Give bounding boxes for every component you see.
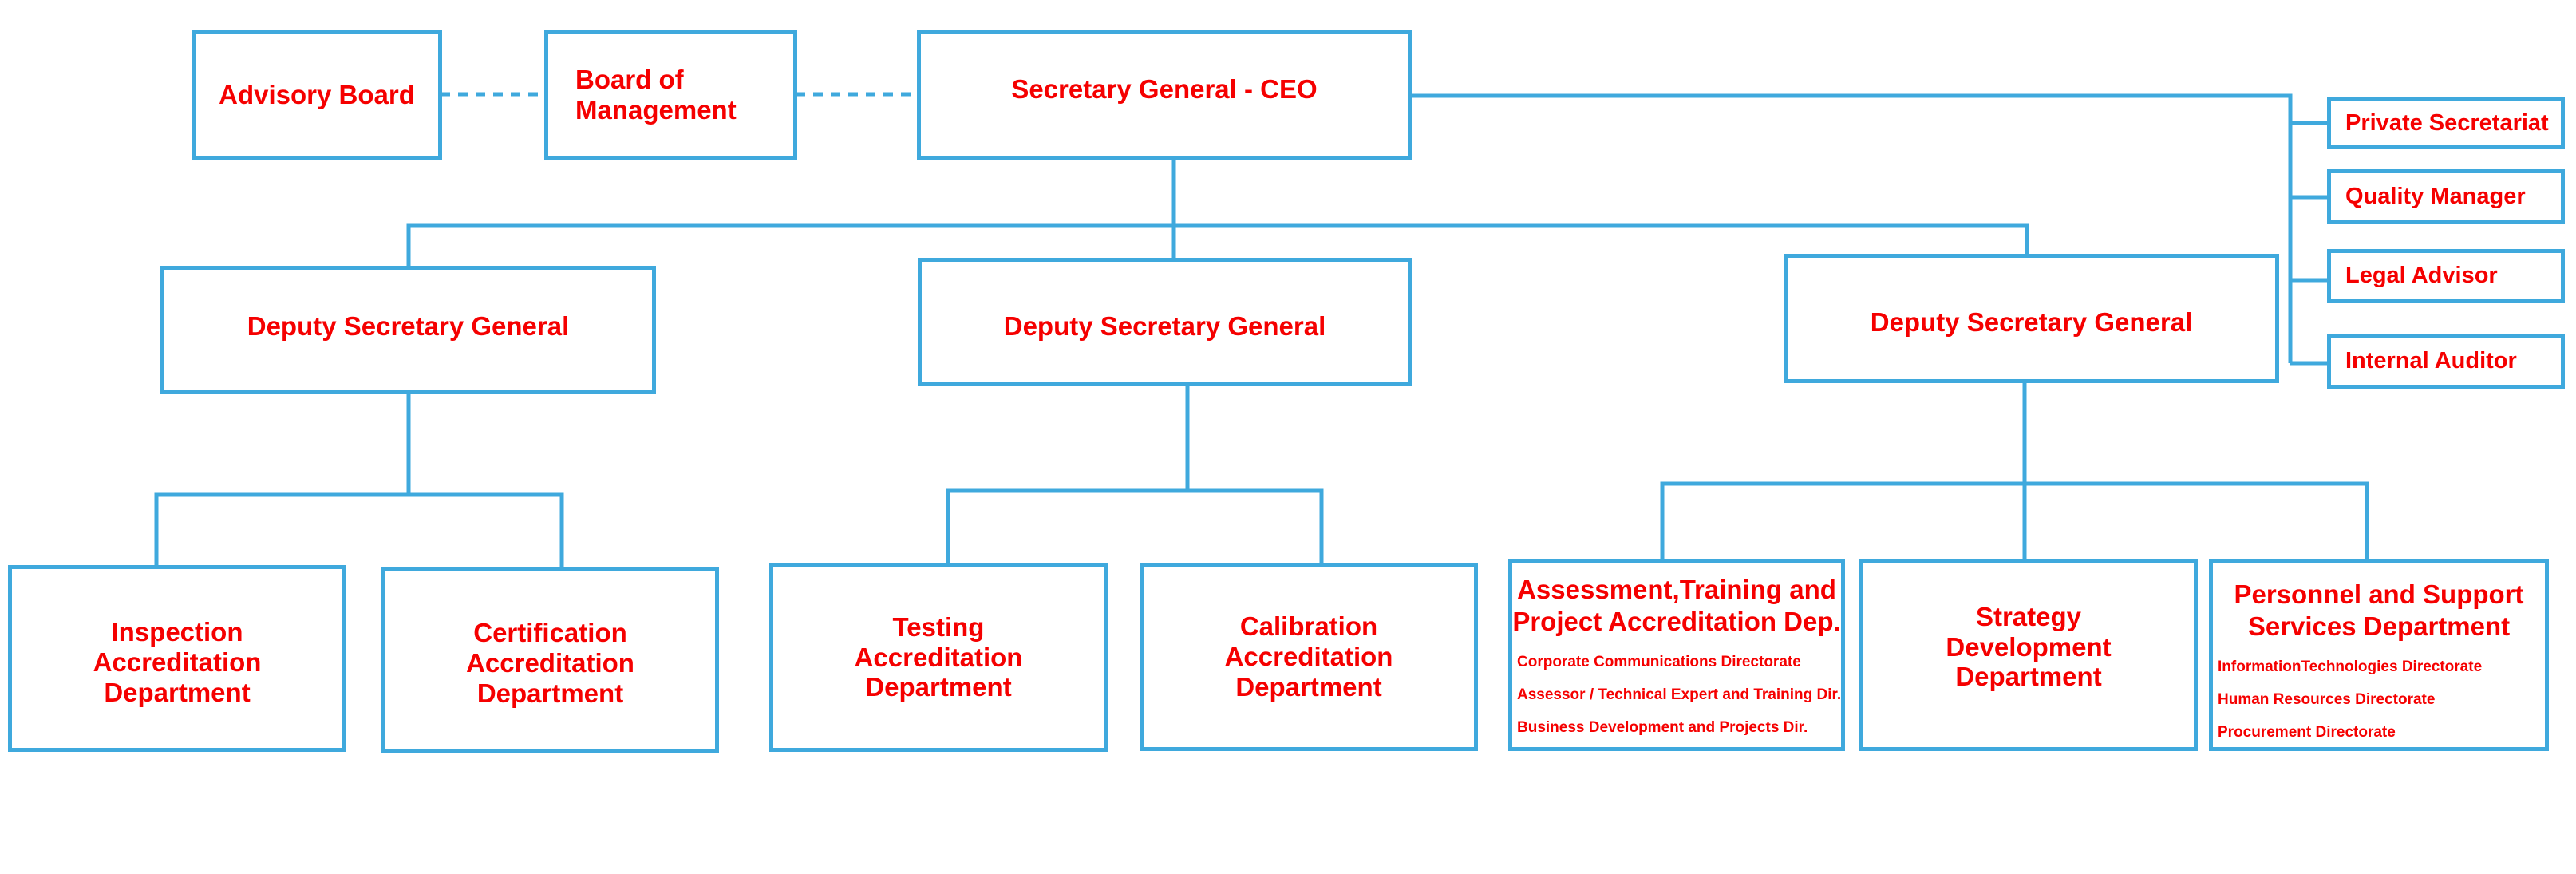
department-label-line: Accreditation bbox=[466, 648, 634, 678]
department-label-line: Inspection bbox=[111, 617, 243, 647]
department-testing-accreditation[interactable]: Testing Accreditation Department bbox=[769, 563, 1108, 752]
board-of-management-label-line-2: Management bbox=[575, 95, 737, 125]
directorate-assessor-technical-expert-training[interactable]: Assessor / Technical Expert and Training… bbox=[1517, 686, 1842, 704]
department-certification-accreditation[interactable]: Certification Accreditation Department bbox=[381, 567, 719, 753]
staff-unit-private-secretariat[interactable]: Private Secretariat bbox=[2327, 97, 2565, 149]
department-label-line: Department bbox=[476, 678, 624, 708]
department-label-line: Department bbox=[104, 677, 251, 707]
department-inspection-accreditation[interactable]: Inspection Accreditation Department bbox=[8, 565, 346, 752]
department-label-line: Strategy bbox=[1975, 601, 2082, 631]
department-personnel-support-services[interactable]: Personnel and Support Services Departmen… bbox=[2209, 559, 2549, 751]
department-label-line: Department bbox=[1235, 671, 1382, 702]
deputy-title: Deputy Secretary General bbox=[247, 311, 570, 341]
advisory-board-label: Advisory Board bbox=[219, 80, 415, 110]
department-label-line: Certification bbox=[473, 618, 627, 648]
deputy-secretary-general-3[interactable]: Deputy Secretary General bbox=[1784, 254, 2279, 383]
department-label-line: Development bbox=[1946, 631, 2112, 662]
department-label-line: Accreditation bbox=[854, 642, 1023, 672]
connector-deputy-2-bus bbox=[946, 488, 1324, 567]
connector-deputy-3-bus bbox=[1660, 481, 2369, 564]
staff-unit-label: Quality Manager bbox=[2345, 183, 2526, 209]
connector-deputy-1-bus bbox=[154, 492, 564, 568]
deputy-title: Deputy Secretary General bbox=[1870, 307, 2193, 337]
deputy-secretary-general-1[interactable]: Deputy Secretary General bbox=[160, 266, 656, 394]
staff-unit-label: Internal Auditor bbox=[2345, 347, 2517, 374]
department-label-line: Testing bbox=[892, 611, 985, 642]
ceo-box[interactable]: Secretary General - CEO bbox=[917, 30, 1412, 160]
directorate-procurement[interactable]: Procurement Directorate bbox=[2218, 724, 2396, 742]
staff-unit-label: Private Secretariat bbox=[2345, 109, 2549, 136]
staff-unit-legal-advisor[interactable]: Legal Advisor bbox=[2327, 249, 2565, 303]
board-of-management-label-line-1: Board of bbox=[575, 65, 684, 95]
department-label-line: Personnel and Support bbox=[2234, 579, 2524, 609]
advisory-board-box[interactable]: Advisory Board bbox=[192, 30, 442, 160]
department-assessment-training-project-accreditation[interactable]: Assessment,Training and Project Accredit… bbox=[1508, 559, 1845, 751]
directorate-information-technologies[interactable]: InformationTechnologies Directorate bbox=[2218, 658, 2483, 676]
connector-ceo-staff bbox=[1410, 93, 2293, 363]
department-label-line: Services Department bbox=[2247, 611, 2511, 641]
department-label-line: Accreditation bbox=[1224, 642, 1393, 672]
department-label-line: Project Accreditation Dep. bbox=[1512, 606, 1841, 636]
deputy-title: Deputy Secretary General bbox=[1003, 311, 1326, 341]
ceo-label: Secretary General - CEO bbox=[1011, 74, 1318, 104]
staff-unit-label: Legal Advisor bbox=[2345, 263, 2498, 289]
deputy-secretary-general-2[interactable]: Deputy Secretary General bbox=[918, 258, 1412, 386]
department-label-line: Calibration bbox=[1239, 611, 1378, 642]
directorate-human-resources[interactable]: Human Resources Directorate bbox=[2218, 691, 2436, 709]
directorate-business-development-projects[interactable]: Business Development and Projects Dir. bbox=[1517, 719, 1808, 737]
department-label-line: Accreditation bbox=[93, 647, 262, 678]
department-strategy-development[interactable]: Strategy Development Department bbox=[1859, 559, 2198, 751]
department-label-line: Department bbox=[865, 672, 1012, 702]
directorate-corporate-communications[interactable]: Corporate Communications Directorate bbox=[1517, 654, 1801, 671]
department-calibration-accreditation[interactable]: Calibration Accreditation Department bbox=[1140, 563, 1478, 751]
staff-unit-internal-auditor[interactable]: Internal Auditor bbox=[2327, 334, 2565, 389]
department-label-line: Department bbox=[1955, 662, 2102, 692]
board-of-management-box[interactable]: Board of Management bbox=[544, 30, 797, 160]
department-label-line: Assessment,Training and bbox=[1517, 575, 1836, 604]
connector-deputies-bus bbox=[406, 223, 2029, 267]
staff-unit-quality-manager[interactable]: Quality Manager bbox=[2327, 169, 2565, 224]
